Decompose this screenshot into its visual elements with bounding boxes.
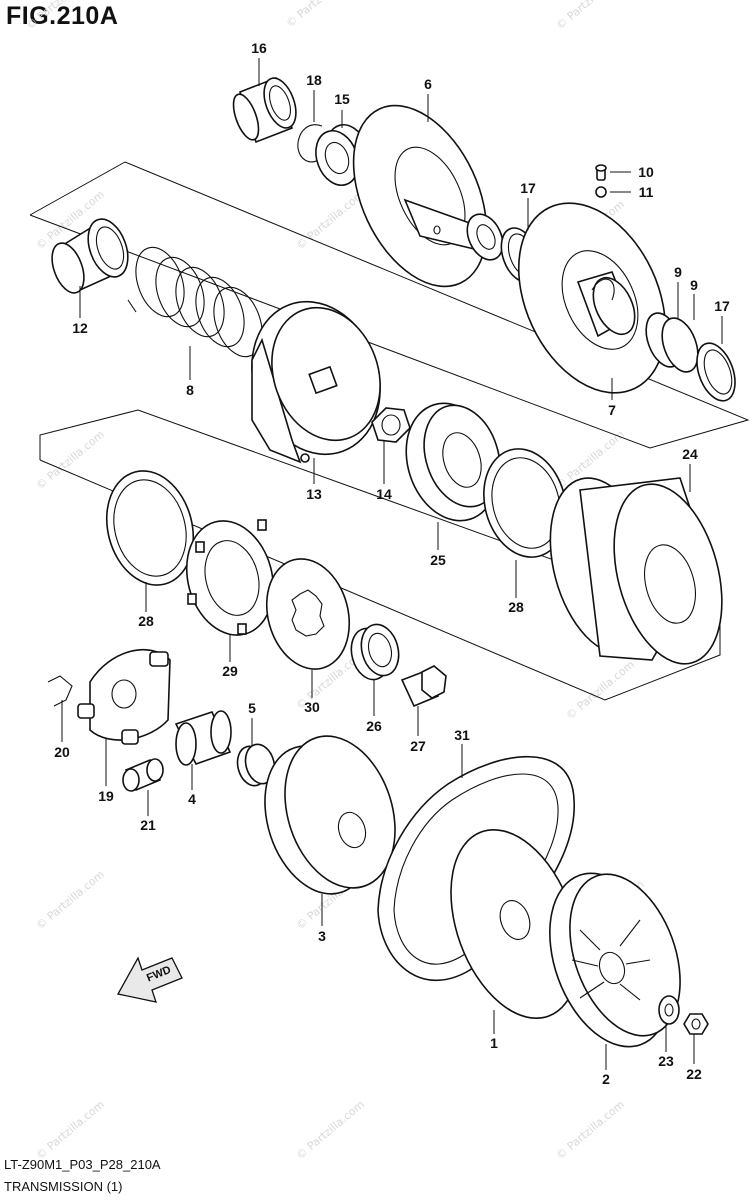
part-19-cam-plate <box>77 648 171 745</box>
label-part-17-lower: 17 <box>714 298 730 314</box>
part-16-needle-bearing <box>232 76 297 144</box>
label-part-28-left: 28 <box>138 613 154 629</box>
watermark-text: © Partzilla.com <box>34 428 107 493</box>
part-27-bushing <box>400 665 447 708</box>
part-2-drive-fan <box>549 872 681 1048</box>
label-part-10: 10 <box>638 164 654 180</box>
watermark-text: © Partzilla.com <box>294 188 367 253</box>
part-17-oil-seal-lower <box>696 342 736 402</box>
label-part-31: 31 <box>454 727 470 743</box>
watermark-text: © Partzilla.com <box>564 658 637 723</box>
label-part-18: 18 <box>306 72 322 88</box>
part-9-o-ring-right <box>661 317 699 373</box>
label-part-6: 6 <box>424 76 432 92</box>
part-11-o-ring <box>595 186 607 198</box>
label-part-4: 4 <box>188 791 196 807</box>
label-part-19: 19 <box>98 788 114 804</box>
part-26-collar <box>350 623 400 681</box>
label-part-9-left: 9 <box>674 264 682 280</box>
label-part-13: 13 <box>306 486 322 502</box>
label-part-29: 29 <box>222 663 238 679</box>
label-part-26: 26 <box>366 718 382 734</box>
label-part-7: 7 <box>608 402 616 418</box>
label-part-23: 23 <box>658 1053 674 1069</box>
part-8-driven-spring <box>127 246 263 358</box>
label-part-27: 27 <box>410 738 426 754</box>
label-part-22: 22 <box>686 1066 702 1082</box>
label-part-16: 16 <box>251 40 267 56</box>
watermark-text: © Partzilla.com <box>24 0 97 32</box>
part-12-spring-seat <box>51 218 129 294</box>
label-part-17-upper: 17 <box>520 180 536 196</box>
label-part-2: 2 <box>602 1071 610 1087</box>
label-part-1: 1 <box>490 1035 498 1051</box>
label-part-14: 14 <box>376 486 392 502</box>
label-part-30: 30 <box>304 699 320 715</box>
label-part-11: 11 <box>639 184 654 200</box>
part-4-spacer-sleeve <box>174 710 232 766</box>
label-part-5: 5 <box>248 700 256 716</box>
figure-title: FIG.210A <box>6 2 119 30</box>
part-7-movable-driven-face <box>517 202 667 394</box>
label-part-28-right: 28 <box>508 599 524 615</box>
part-10-guide-pin <box>595 164 607 181</box>
part-20-clip <box>47 675 73 707</box>
part-1-drive-face <box>450 828 580 1020</box>
watermark-text: © Partzilla.com <box>554 1098 627 1163</box>
label-part-8: 8 <box>186 382 194 398</box>
assembly-boundary-upper <box>29 161 750 449</box>
label-part-20: 20 <box>54 744 70 760</box>
label-part-12: 12 <box>72 320 88 336</box>
watermark-text: © Partzilla.com <box>554 0 627 32</box>
label-part-15: 15 <box>334 91 350 107</box>
part-5-ring <box>236 743 276 787</box>
part-23-washer <box>658 995 680 1025</box>
fwd-direction-arrow: FWD <box>117 956 183 1003</box>
label-part-9-right: 9 <box>690 277 698 293</box>
label-part-25: 25 <box>430 552 446 568</box>
watermark-text: © Partzilla.com <box>294 1098 367 1163</box>
diagram-code: LT-Z90M1_P03_P28_210A <box>4 1157 161 1172</box>
part-number-labels: 16 18 15 6 17 10 11 9 9 17 12 8 7 13 14 … <box>54 40 730 1087</box>
label-part-21: 21 <box>140 817 156 833</box>
watermark-text: © Partzilla.com <box>284 0 357 30</box>
part-25-clutch-housing <box>405 402 501 522</box>
section-title: TRANSMISSION (1) <box>4 1179 123 1194</box>
watermark-text: © Partzilla.com <box>34 868 107 933</box>
part-13-clutch-shoe-assembly <box>251 300 381 464</box>
leader-lines <box>61 58 723 1070</box>
part-24-clutch-cover <box>549 477 723 665</box>
part-6-fixed-driven-face <box>352 104 504 288</box>
part-30-splined-plate <box>265 558 351 670</box>
watermark-text: © Partzilla.com <box>34 1098 107 1163</box>
label-part-3: 3 <box>318 928 326 944</box>
part-14-nut <box>371 407 411 443</box>
label-part-24: 24 <box>682 446 698 462</box>
part-22-nut <box>683 1013 709 1035</box>
part-29-plate-toothed <box>185 519 275 636</box>
part-3-movable-drive-face <box>264 735 396 895</box>
part-28-friction-plate-left <box>105 470 195 586</box>
part-21-roller <box>122 758 164 792</box>
